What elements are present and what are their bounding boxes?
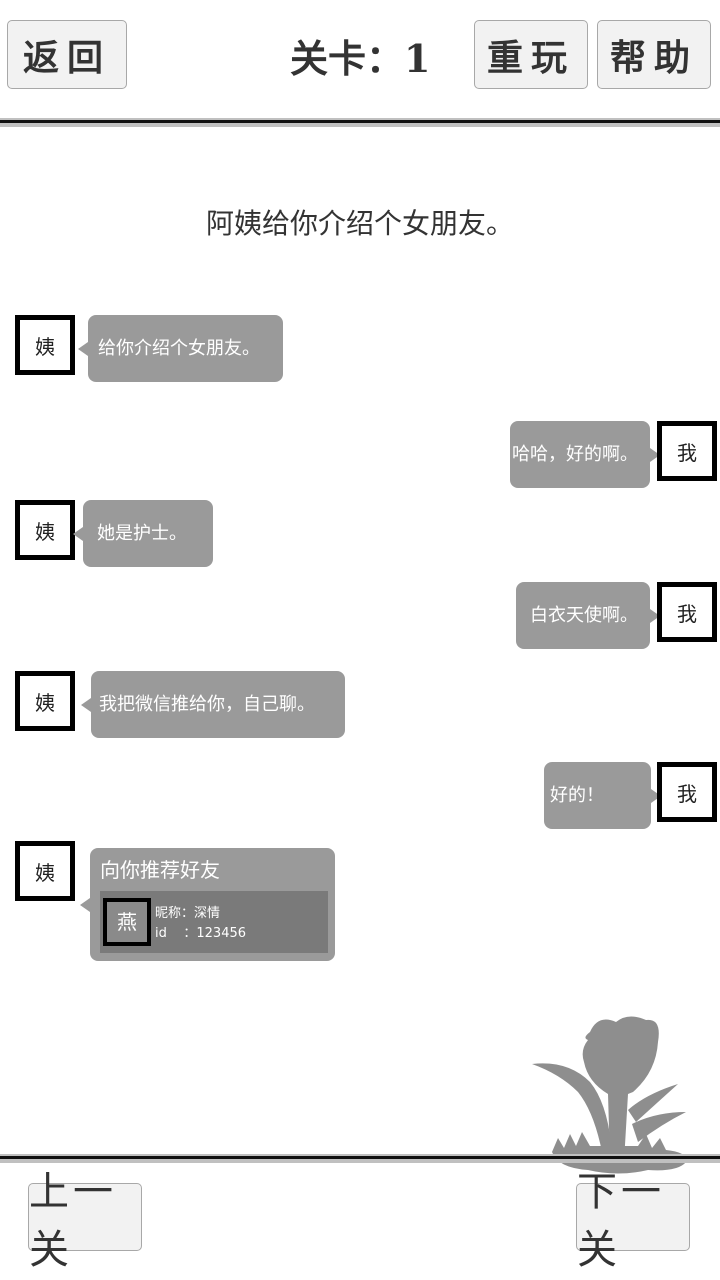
avatar-aunt[interactable]: 姨 — [15, 841, 75, 901]
contact-nickname: 昵称：深情 — [155, 906, 221, 921]
header-divider — [0, 118, 720, 127]
message-text: 白衣天使啊。 — [530, 604, 638, 626]
contact-card[interactable]: 向你推荐好友 燕 昵称：深情 id ：123456 — [80, 848, 335, 961]
message-text: 哈哈，好的啊。 — [512, 443, 638, 465]
contact-avatar[interactable]: 燕 — [103, 898, 151, 946]
message-bubble[interactable]: 她是护士。 — [73, 500, 213, 567]
message-text: 我把微信推给你，自己聊。 — [99, 693, 315, 715]
prev-level-button[interactable]: 上一关 — [28, 1169, 142, 1273]
level-indicator: 关卡：1 — [290, 36, 431, 81]
footer-divider — [0, 1154, 720, 1163]
avatar-aunt[interactable]: 姨 — [15, 500, 75, 560]
message-bubble[interactable]: 我把微信推给你，自己聊。 — [81, 671, 345, 738]
message-bubble[interactable]: 哈哈，好的啊。 — [510, 421, 660, 488]
message-bubble[interactable]: 好的！ — [544, 762, 661, 829]
message-text: 好的！ — [550, 784, 604, 806]
tulip-icon — [532, 1016, 687, 1174]
avatar-aunt[interactable]: 姨 — [15, 315, 75, 375]
back-button[interactable]: 返回 — [7, 20, 127, 89]
replay-button[interactable]: 重玩 — [474, 20, 588, 89]
card-contact-info[interactable]: 燕 昵称：深情 id ：123456 — [100, 891, 328, 953]
card-title: 向你推荐好友 — [100, 858, 220, 882]
avatar-aunt[interactable]: 姨 — [15, 671, 75, 731]
help-button[interactable]: 帮助 — [597, 20, 711, 89]
message-text: 她是护士。 — [97, 522, 187, 544]
avatar-me[interactable]: 我 — [657, 762, 717, 822]
level-prompt: 阿姨给你介绍个女朋友。 — [205, 207, 514, 240]
avatar-me[interactable]: 我 — [657, 421, 717, 481]
message-text: 给你介绍个女朋友。 — [98, 337, 260, 359]
next-level-button[interactable]: 下一关 — [576, 1169, 690, 1273]
message-bubble[interactable]: 给你介绍个女朋友。 — [78, 315, 283, 382]
avatar-me[interactable]: 我 — [657, 582, 717, 642]
message-bubble[interactable]: 白衣天使啊。 — [516, 582, 660, 649]
contact-id: id ：123456 — [155, 926, 247, 941]
